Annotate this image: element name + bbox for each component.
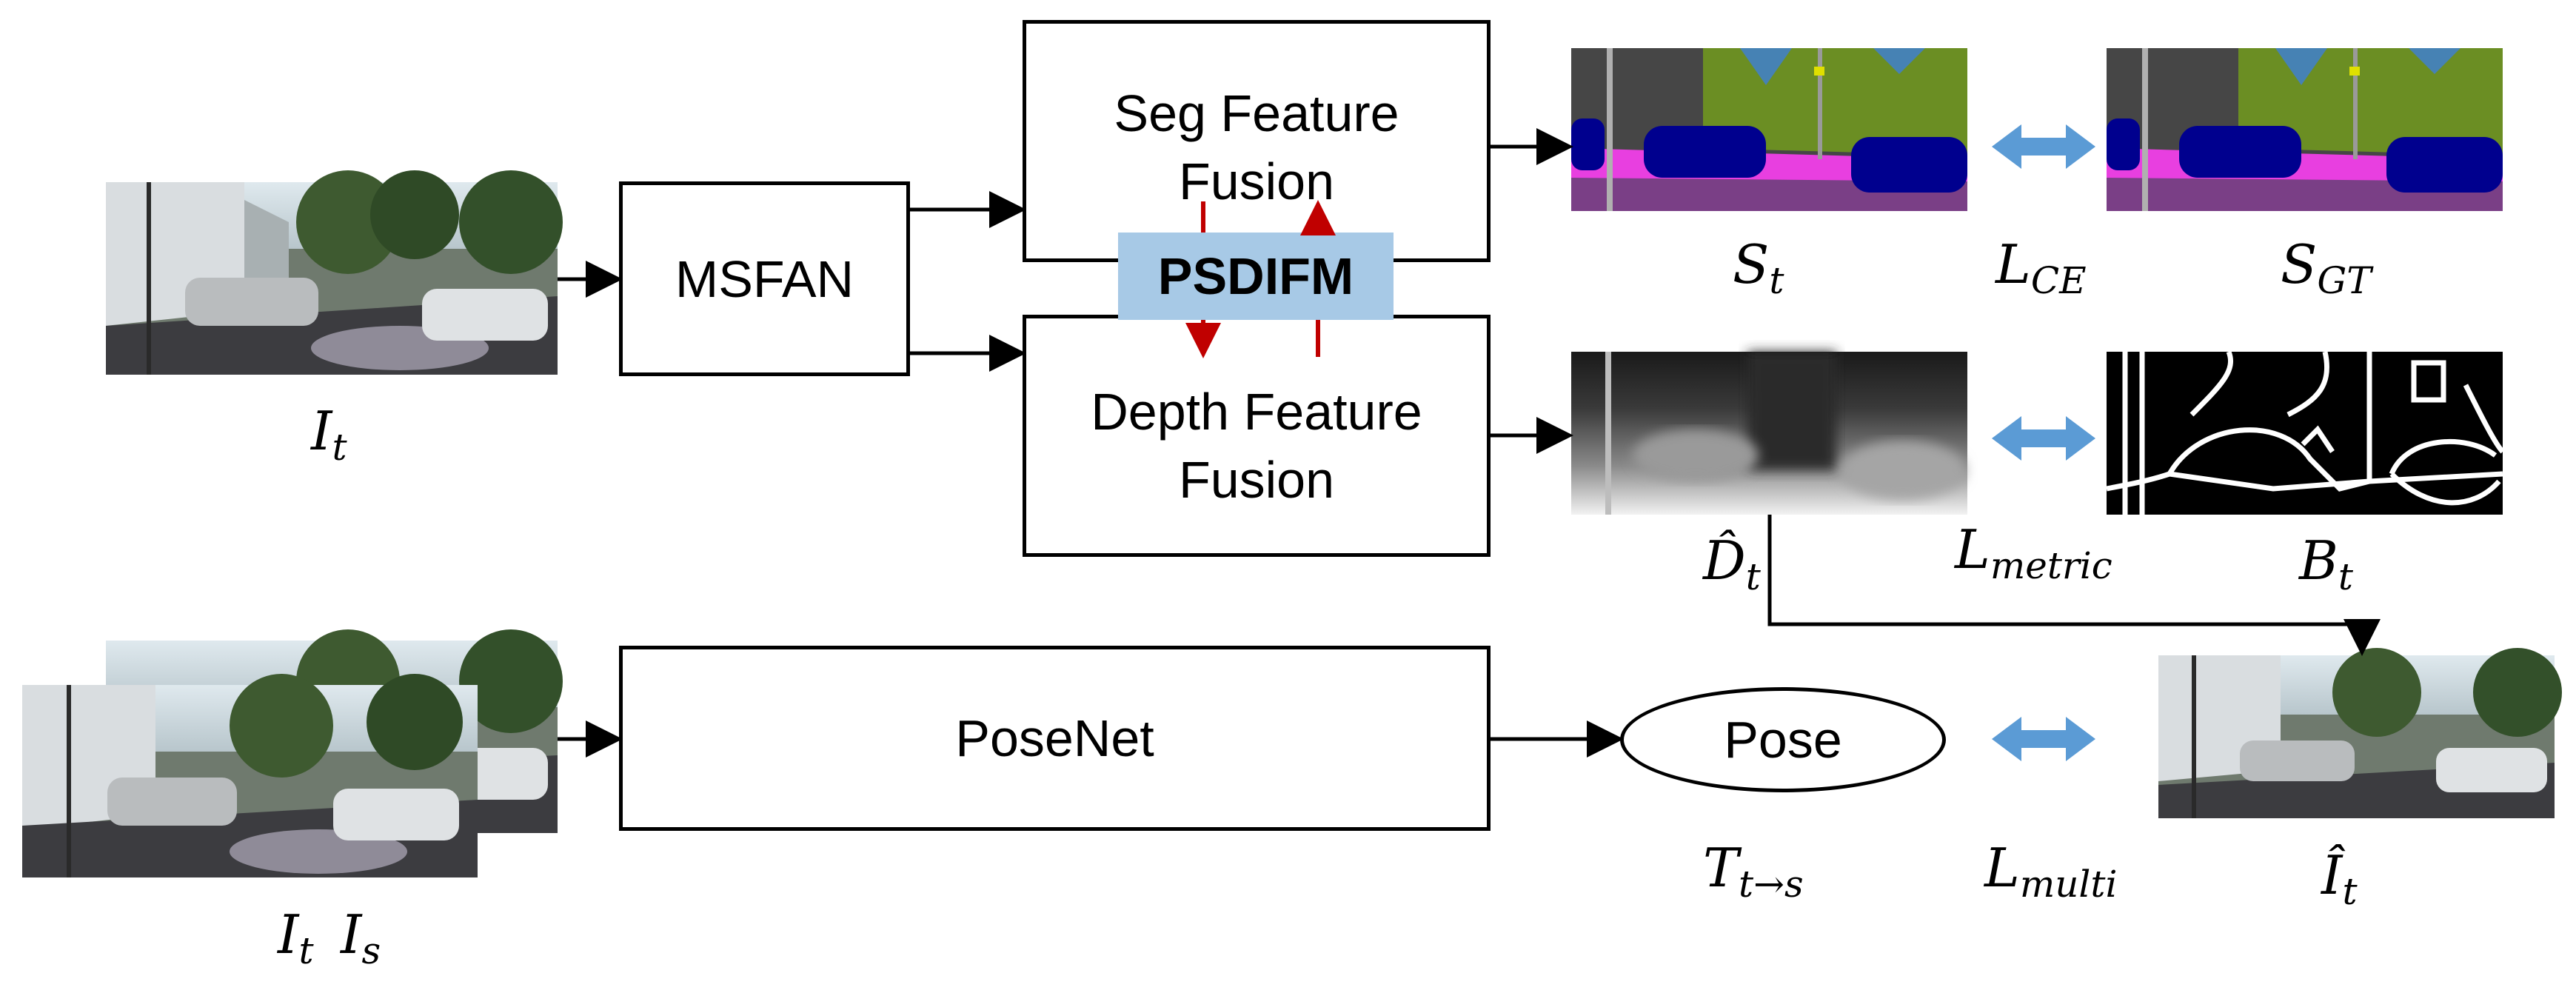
label-pair-it: It bbox=[278, 903, 314, 972]
depth-map-dt bbox=[1571, 352, 1967, 515]
label-pose-t: Tt→s bbox=[1703, 837, 1804, 906]
seg-fusion-label-1: Seg Feature bbox=[1114, 84, 1399, 142]
label-pair-is: Is bbox=[341, 903, 381, 972]
arrow-depth-to-recon bbox=[1767, 515, 2381, 656]
psdifm-block: PSDIFM bbox=[1118, 233, 1394, 320]
psdifm-label: PSDIFM bbox=[1157, 247, 1354, 305]
double-arrow-multi bbox=[1992, 717, 2095, 761]
label-depth-dt: D̂t bbox=[1703, 529, 1761, 598]
seg-map-gt bbox=[2107, 48, 2503, 211]
double-arrow-ce bbox=[1992, 124, 2095, 169]
pose-ellipse: Pose bbox=[1620, 687, 1946, 792]
loss-arrows bbox=[1992, 124, 2095, 761]
seg-fusion-box: Seg Feature Fusion bbox=[1023, 20, 1491, 262]
seg-fusion-label-2: Fusion bbox=[1178, 153, 1335, 210]
depth-fusion-label-1: Depth Feature bbox=[1091, 383, 1422, 441]
label-seg-gt: SGT bbox=[2281, 233, 2372, 302]
label-boundary-bt: Bt bbox=[2299, 529, 2354, 598]
label-loss-ce: LCE bbox=[1995, 233, 2087, 302]
input-image-it bbox=[106, 170, 563, 375]
boundary-map-bt bbox=[2106, 350, 2505, 515]
label-input-it: It bbox=[311, 400, 347, 469]
recon-image-it bbox=[2158, 648, 2562, 818]
label-seg-st: St bbox=[1733, 233, 1784, 302]
label-loss-multi: Lmulti bbox=[1984, 837, 2118, 906]
label-loss-metric: Lmetric bbox=[1955, 518, 2112, 587]
double-arrow-metric bbox=[1992, 416, 2095, 461]
label-recon-it: Ît bbox=[2321, 844, 2358, 913]
msfan-box: MSFAN bbox=[619, 181, 910, 376]
posenet-label: PoseNet bbox=[955, 709, 1154, 767]
posenet-box: PoseNet bbox=[619, 646, 1491, 831]
msfan-label: MSFAN bbox=[675, 250, 854, 308]
flow-arrows bbox=[558, 128, 2381, 758]
pose-label: Pose bbox=[1724, 711, 1842, 769]
depth-fusion-label-2: Fusion bbox=[1178, 451, 1335, 509]
input-image-it-pair bbox=[22, 674, 478, 877]
depth-fusion-box: Depth Feature Fusion bbox=[1023, 315, 1491, 557]
seg-map-st bbox=[1571, 48, 1967, 211]
